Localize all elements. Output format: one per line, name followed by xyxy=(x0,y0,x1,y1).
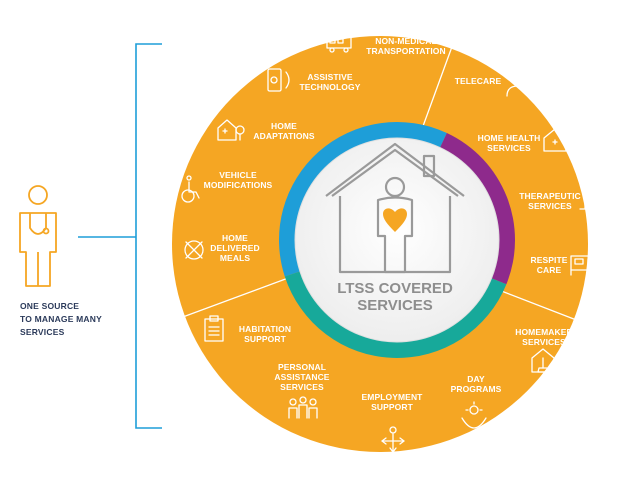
service-label-home-delivered-meals: HOME DELIVERED MEALS xyxy=(210,233,260,263)
nurse-bust-icon xyxy=(506,71,530,97)
one-source-label: ONE SOURCE TO MANAGE MANY SERVICES xyxy=(20,301,102,337)
home-broom-icon xyxy=(531,348,555,373)
service-label-telecare: TELECARE xyxy=(454,76,502,86)
service-label-therapeutic-services: THERAPEUTIC SERVICES xyxy=(519,191,581,211)
person-arrows-icon xyxy=(381,426,405,453)
service-label-homemaker-services: HOMEMAKER SERVICES xyxy=(515,327,573,347)
exercise-bike-icon xyxy=(579,190,605,210)
service-label-personal-assistance-services: PERSONAL ASSISTANCE SERVICES xyxy=(274,362,330,392)
phone-stethoscope-icon xyxy=(267,68,290,92)
van-icon xyxy=(326,35,352,53)
heart-icon xyxy=(383,208,407,232)
service-label-non-medical-transportation: NON-MEDICAL TRANSPORTATION xyxy=(366,36,446,56)
service-label-vehicle-modifications: VEHICLE MODIFICATIONS xyxy=(203,170,273,190)
center-title-line: LTSS COVERED xyxy=(337,280,453,297)
service-label-day-programs: DAY PROGRAMS xyxy=(450,374,502,394)
bed-icon xyxy=(570,255,602,276)
clipboard-icon xyxy=(204,315,224,342)
service-label-employment-support: EMPLOYMENT SUPPORT xyxy=(361,392,423,412)
house-person-heart-icon xyxy=(325,142,465,274)
service-label-habitation-support: HABITATION SUPPORT xyxy=(238,324,292,344)
house-tree-icon xyxy=(217,119,245,141)
house-cross-icon xyxy=(543,128,577,152)
ring-segment-purple xyxy=(439,133,515,285)
service-label-home-adaptations: HOME ADAPTATIONS xyxy=(253,121,315,141)
service-label-home-health-services: HOME HEALTH SERVICES xyxy=(477,133,541,153)
service-label-assistive-technology: ASSISTIVE TECHNOLOGY xyxy=(299,72,361,92)
wheelchair-icon xyxy=(181,175,200,203)
nurse-person-icon xyxy=(19,185,57,287)
center-title-line: SERVICES xyxy=(357,297,433,314)
ring-segment-teal xyxy=(284,270,507,359)
ring-segment-blue xyxy=(279,122,447,277)
service-icons xyxy=(181,35,605,453)
group-people-icon xyxy=(288,396,318,419)
plate-utensils-icon xyxy=(184,240,204,260)
service-label-respite-care: RESPITE CARE xyxy=(530,255,568,275)
bracket xyxy=(78,43,162,429)
sun-hands-icon xyxy=(461,401,487,429)
